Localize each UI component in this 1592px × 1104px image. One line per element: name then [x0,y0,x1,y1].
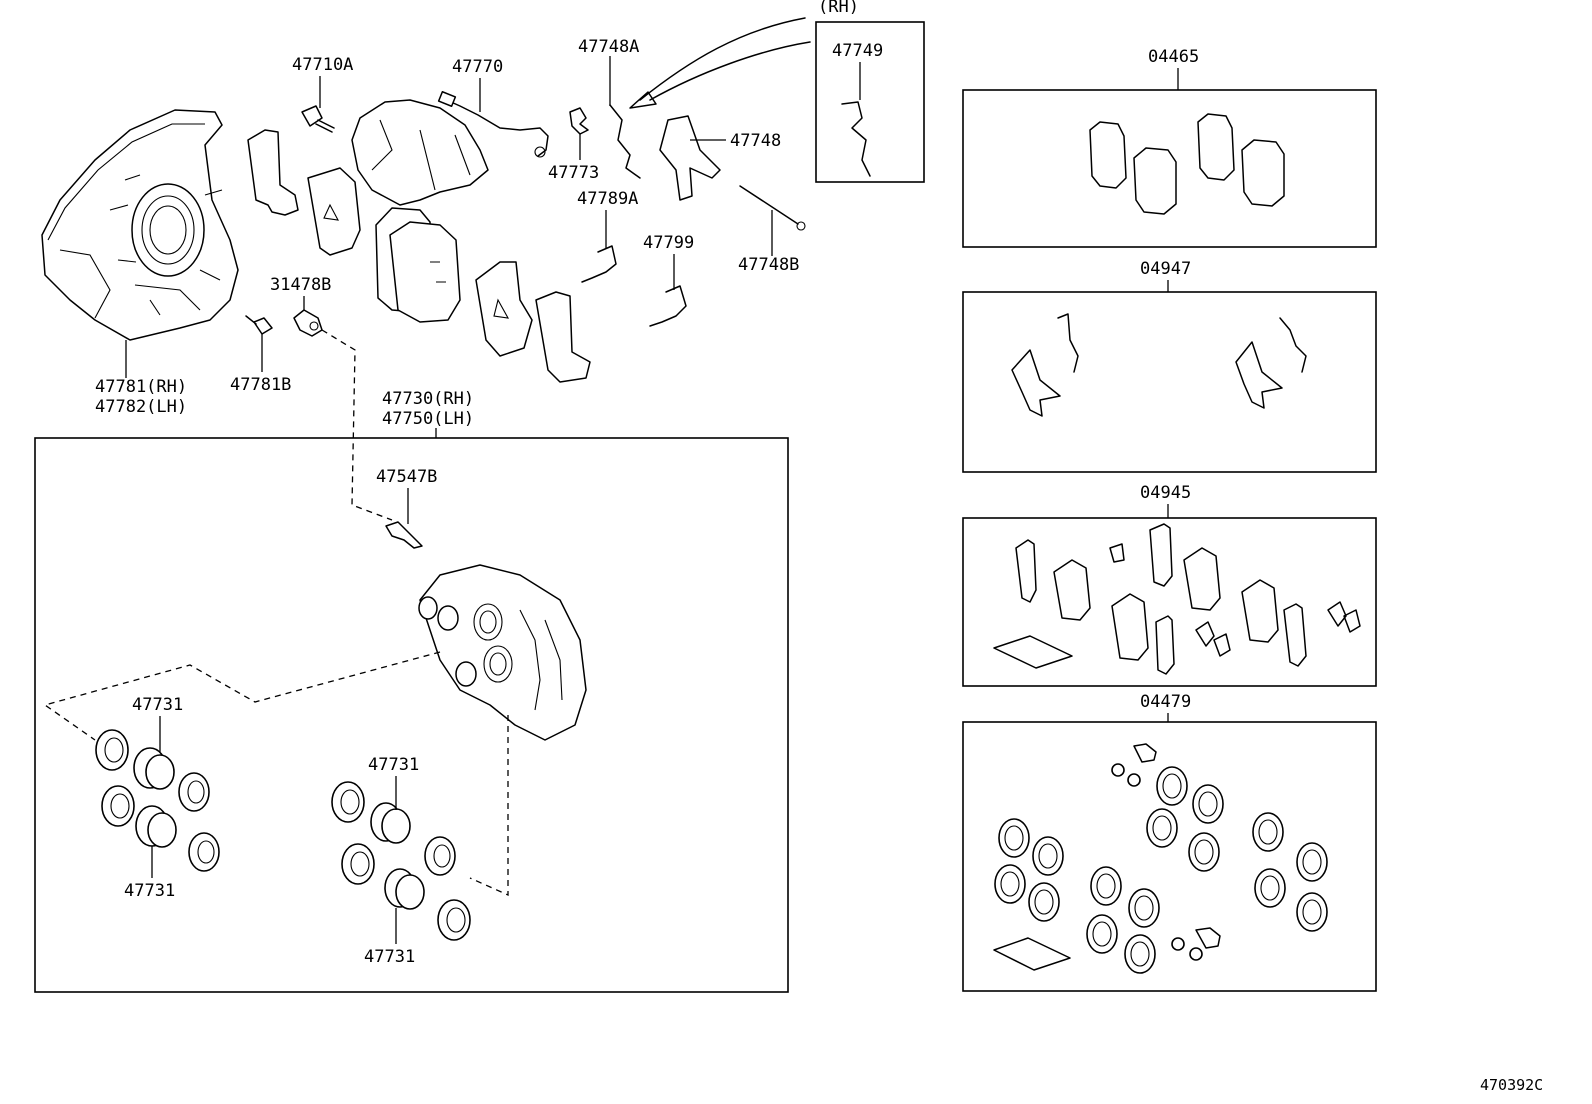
part-47770-label: 47770 [452,57,503,77]
part-47748-label: 47748 [730,131,781,151]
kit-04479-label: 04479 [1140,692,1191,712]
bushing-31478B-drawing [293,309,323,337]
part-47789A-label: 47789A [577,189,638,209]
kit-04465-box [962,89,1377,248]
spring-47799-drawing [649,285,687,327]
part-47799-label: 47799 [643,233,694,253]
part-47781B-label: 47781B [230,375,291,395]
anti-rattle-47748-drawing [659,115,721,201]
part-47731-label-a: 47731 [132,695,183,715]
kit-04479-box [962,721,1377,992]
kit-04947-box [962,291,1377,473]
part-31478B-label: 31478B [270,275,331,295]
part-47731-label-c: 47731 [368,755,419,775]
box-47749 [815,21,925,183]
spring-47749-drawing [841,101,871,177]
dashed-link-left [43,651,441,741]
dashed-link-31478B [321,329,393,521]
part-47781-label: 47781(RH) [95,377,187,397]
part-47748A-label: 47748A [578,37,639,57]
hose-47770-drawing [437,90,549,158]
shim-left-drawing [247,129,361,256]
diagram-id-label: 470392C [1480,1076,1543,1094]
spring-47748A-drawing [609,104,641,179]
kit-04947-label: 04947 [1140,259,1191,279]
caliper-assembly-box [34,437,789,993]
part-47547B-label: 47547B [376,467,437,487]
part-47710A-label: 47710A [292,55,353,75]
piston-group-right [331,781,471,941]
kit-04465-pads [1089,113,1285,215]
spring-47789A-drawing [581,245,617,283]
caliper-body-drawing [418,564,587,741]
brake-pads-drawing [375,207,591,383]
part-47749-label: 47749 [832,41,883,61]
bolt-47781B-drawing [245,315,273,335]
kit-04945-shims [993,523,1361,675]
part-47750-label: 47750(LH) [382,409,474,429]
kit-04945-label: 04945 [1140,483,1191,503]
part-47773-label: 47773 [548,163,599,183]
caliper-outline-drawing [351,99,489,206]
pointer-arrow [639,17,806,101]
rh-tag-label: (RH) [818,0,859,17]
part-47731-label-d: 47731 [364,947,415,967]
clip-47773-drawing [569,107,589,135]
piston-group-left [95,729,220,872]
bleeder-47547B-drawing [385,521,423,549]
kit-04465-label: 04465 [1148,47,1199,67]
part-47782-label: 47782(LH) [95,397,187,417]
part-47731-label-b: 47731 [124,881,175,901]
kit-04479-seals [993,743,1328,974]
part-47748B-label: 47748B [738,255,799,275]
dashed-link-right [469,715,509,897]
dust-cover-drawing [41,109,239,341]
bolt-47710A-drawing [301,105,335,133]
kit-04947-springs [1011,313,1307,417]
pin-47748B-drawing [739,185,806,231]
kit-04945-box [962,517,1377,687]
part-47730-label: 47730(RH) [382,389,474,409]
